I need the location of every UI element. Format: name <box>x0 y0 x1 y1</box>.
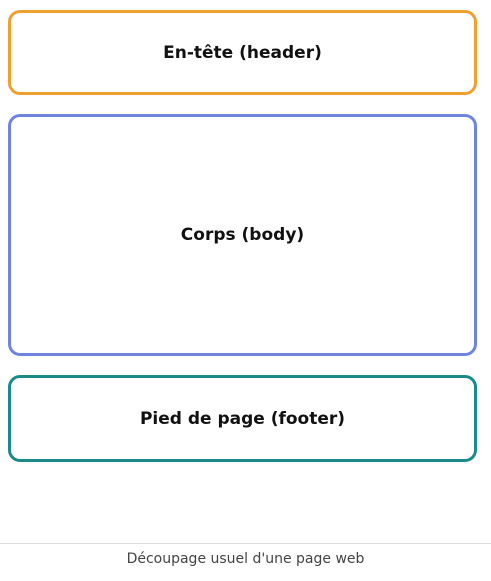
body-label: Corps (body) <box>180 225 305 245</box>
body-block: Corps (body) <box>8 114 477 356</box>
footer-label: Pied de page (footer) <box>139 408 346 429</box>
footer-block: Pied de page (footer) <box>8 375 477 462</box>
header-label: En-tête (header) <box>163 42 322 63</box>
caption-divider <box>0 543 491 544</box>
header-block: En-tête (header) <box>8 10 477 95</box>
figure-caption: Découpage usuel d'une page web <box>126 551 365 567</box>
